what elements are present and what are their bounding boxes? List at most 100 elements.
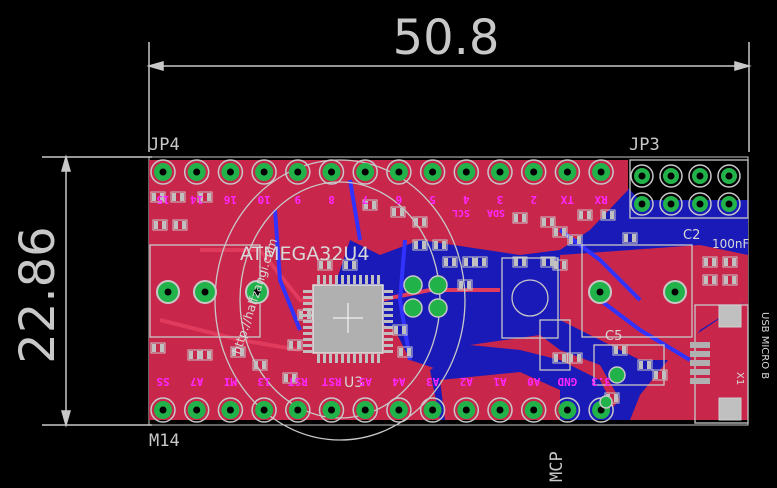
- m14-pad: [352, 397, 378, 423]
- smd-component: [390, 206, 406, 218]
- smd-component: [637, 359, 653, 371]
- top-pin-label: 16: [223, 193, 237, 206]
- jp4-pad: [453, 159, 480, 185]
- m14-pad: [251, 397, 277, 423]
- smd-component: [432, 239, 448, 251]
- jp3-pad: [688, 192, 712, 216]
- smd-component: [442, 256, 458, 268]
- top-pin-label: 14: [190, 193, 204, 206]
- smd-component: [282, 372, 298, 384]
- c5-label: C5: [605, 329, 622, 344]
- smd-component: [512, 212, 528, 224]
- jp4-pad: [150, 159, 176, 185]
- bottom-pin-label: A1: [493, 375, 507, 388]
- top-pin-label: 9: [294, 193, 301, 206]
- smd-component: [362, 199, 378, 211]
- smd-component: [392, 324, 408, 336]
- top-pin-label: 15: [156, 193, 169, 206]
- smd-component: [702, 274, 718, 286]
- m14-pad: [554, 397, 581, 423]
- top-pin-label: 2: [530, 193, 537, 206]
- m14-header-pads: [150, 397, 614, 423]
- scl-label: SCL: [452, 207, 470, 218]
- m14-pad: [217, 397, 244, 423]
- width-dimension-label: 50.8: [393, 10, 500, 66]
- x1-label: X1: [734, 372, 745, 385]
- bottom-pin-label: SS: [156, 375, 169, 388]
- smd-component: [172, 219, 188, 231]
- smd-component: [540, 256, 556, 268]
- bottom-pin-label: RST: [321, 375, 341, 388]
- smd-component: [397, 346, 413, 358]
- smd-component: [342, 259, 358, 271]
- atmega-qfp-pads: [303, 275, 393, 363]
- jp4-label: JP4: [149, 135, 180, 155]
- m14-pad: [386, 397, 412, 423]
- jp3-pad: [630, 164, 654, 188]
- smd-component: [152, 219, 168, 231]
- m14-pad: [419, 397, 446, 423]
- smd-component: [652, 369, 668, 381]
- smd-component: [722, 274, 738, 286]
- top-pin-label: 8: [328, 193, 335, 206]
- jp3-pad: [688, 164, 712, 188]
- jp3-pad: [630, 192, 654, 216]
- m14-pad: [183, 397, 210, 423]
- jp4-pad: [520, 159, 547, 185]
- bottom-pin-label: A0: [527, 375, 540, 388]
- m14-pad: [285, 397, 311, 423]
- smd-component: [600, 209, 616, 221]
- smd-component: [297, 309, 313, 321]
- jp4-pad: [487, 159, 513, 185]
- smd-component: [252, 359, 268, 371]
- jp4-pad: [419, 159, 446, 185]
- smd-component: [722, 256, 738, 268]
- m14-pad: [453, 397, 480, 423]
- jp3-pad: [717, 164, 741, 188]
- bottom-pin-label: RST: [287, 375, 307, 388]
- jp4-pad: [285, 159, 311, 185]
- bottom-pin-label: A4: [392, 375, 406, 388]
- jp3-header-pads: [630, 164, 741, 216]
- smd-component: [150, 342, 166, 354]
- bottom-pin-label: A2: [460, 375, 473, 388]
- m14-pad: [487, 397, 513, 423]
- smd-component: [197, 191, 213, 203]
- smd-component: [702, 256, 718, 268]
- height-dimension: [42, 154, 152, 428]
- smd-component: [317, 259, 333, 271]
- bottom-pin-label: A5: [359, 375, 372, 388]
- jp4-pad: [183, 159, 210, 185]
- m14-label: M14: [149, 431, 180, 451]
- usb-connector-pads: [690, 304, 742, 421]
- top-pin-label: 7: [362, 193, 369, 206]
- smd-component: [540, 216, 556, 228]
- m14-pad: [150, 397, 176, 423]
- jp3-label: JP3: [629, 135, 660, 155]
- jp4-pad: [554, 159, 581, 185]
- atmega-chip-body: [312, 284, 384, 354]
- smd-component: [552, 352, 568, 364]
- mcp-label: MCP: [547, 451, 567, 482]
- top-pin-label: 10: [257, 193, 270, 206]
- smd-component: [287, 339, 303, 351]
- smd-component: [197, 349, 213, 361]
- smd-component: [567, 234, 583, 246]
- width-dimension: [146, 42, 752, 152]
- jp4-pad: [588, 159, 614, 185]
- bottom-pin-label: 13: [257, 375, 270, 388]
- smd-component: [472, 256, 488, 268]
- bottom-pin-label: 3.3: [591, 375, 611, 388]
- jp4-pad: [217, 159, 244, 185]
- through-hole-pads: [156, 275, 687, 409]
- bottom-pin-label: GND: [557, 375, 577, 388]
- usb-label: USB MICRO B: [759, 312, 770, 379]
- smd-component: [622, 232, 638, 244]
- height-dimension-label: 22.86: [10, 226, 66, 363]
- smd-component: [412, 216, 428, 228]
- jp3-pad: [659, 164, 683, 188]
